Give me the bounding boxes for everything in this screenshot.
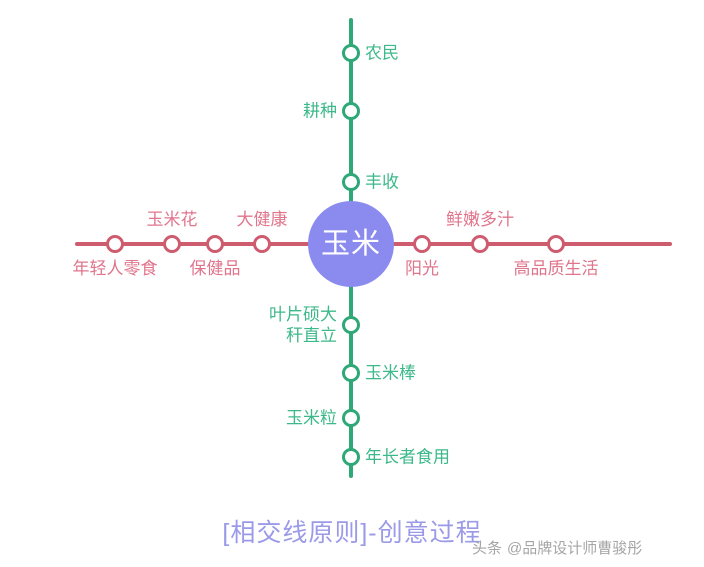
axis-node-vertical-3[interactable] xyxy=(342,316,360,334)
axis-node-label-horizontal-6: 高品质生活 xyxy=(513,259,599,278)
axis-node-horizontal-4[interactable] xyxy=(413,235,431,253)
axis-node-vertical-4[interactable] xyxy=(342,364,360,382)
axis-node-vertical-1[interactable] xyxy=(342,102,360,120)
watermark: 头条 @品牌设计师曹骏彤 xyxy=(472,537,642,558)
axis-node-horizontal-0[interactable] xyxy=(106,235,124,253)
axis-node-label-horizontal-3: 大健康 xyxy=(236,210,288,229)
axis-node-label-horizontal-5: 鲜嫩多汁 xyxy=(446,210,514,229)
axis-node-label-vertical-4: 玉米棒 xyxy=(365,363,416,383)
axis-node-vertical-0[interactable] xyxy=(342,44,360,62)
axis-node-horizontal-6[interactable] xyxy=(547,235,565,253)
axis-node-vertical-2[interactable] xyxy=(342,173,360,191)
center-hub-label: 玉米 xyxy=(320,227,381,260)
watermark-handle: @品牌设计师曹骏彤 xyxy=(507,540,643,557)
axis-node-label-vertical-3: 叶片硕大秆直立 xyxy=(269,305,337,345)
center-hub[interactable]: 玉米 xyxy=(308,201,394,287)
axis-node-vertical-6[interactable] xyxy=(342,448,360,466)
watermark-platform: 头条 xyxy=(472,540,503,557)
axis-node-horizontal-3[interactable] xyxy=(253,235,271,253)
axis-node-horizontal-1[interactable] xyxy=(163,235,181,253)
axis-node-label-vertical-6: 年长者食用 xyxy=(365,447,450,467)
diagram-caption: [相交线原则]-创意过程 xyxy=(222,519,482,547)
axis-node-label-horizontal-1: 玉米花 xyxy=(146,210,198,229)
axis-node-label-vertical-1: 耕种 xyxy=(303,101,337,121)
axis-node-horizontal-2[interactable] xyxy=(206,235,224,253)
axis-node-label-horizontal-4: 阳光 xyxy=(405,259,439,278)
axis-node-horizontal-5[interactable] xyxy=(471,235,489,253)
axis-node-label-horizontal-2: 保健品 xyxy=(189,259,241,278)
axis-node-label-horizontal-0: 年轻人零食 xyxy=(72,259,158,278)
axis-node-label-vertical-0: 农民 xyxy=(365,43,399,63)
axis-node-vertical-5[interactable] xyxy=(342,409,360,427)
axis-node-label-vertical-5: 玉米粒 xyxy=(286,408,337,428)
axis-node-label-vertical-2: 丰收 xyxy=(365,172,399,192)
